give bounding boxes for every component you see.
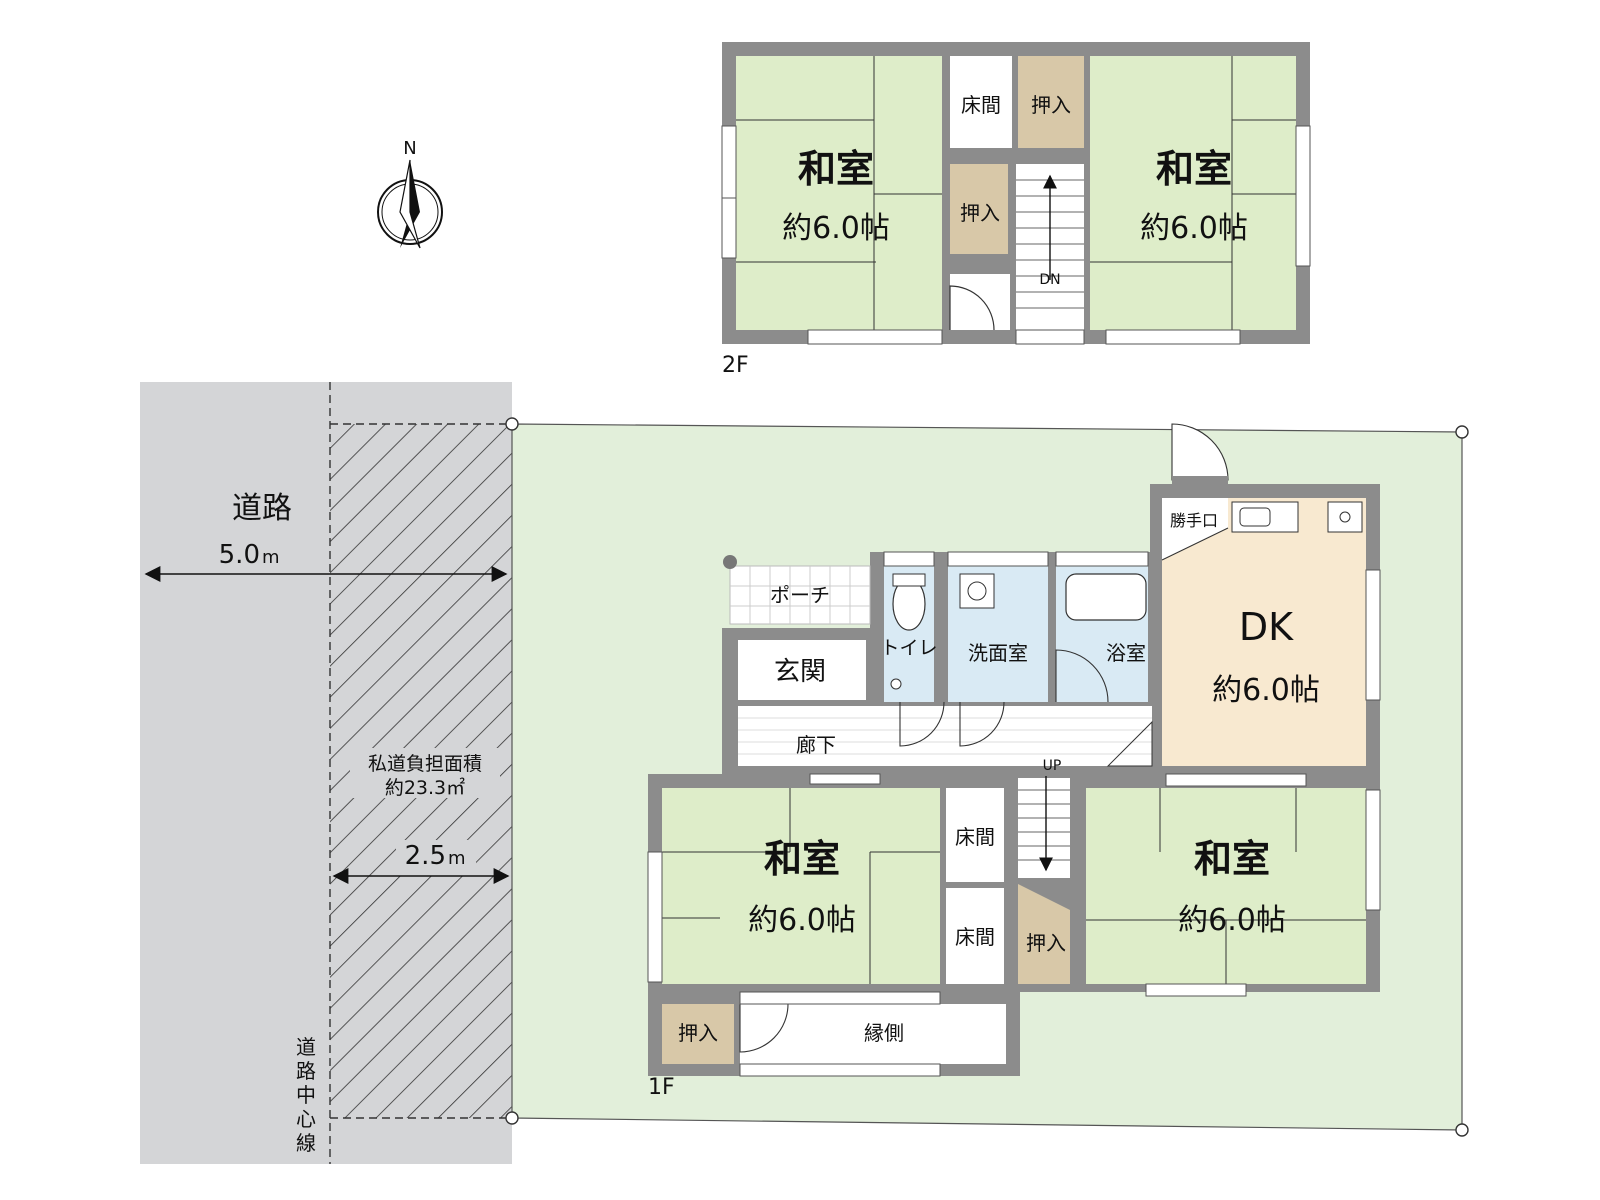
setback-unit: m — [448, 848, 466, 869]
floor1-porch — [729, 565, 871, 625]
floor1-alcove-bottom — [946, 888, 1004, 984]
floor1-back-door-label: 勝手口 — [1170, 511, 1218, 530]
floor2-room-right-size: 約6.0帖 — [1140, 211, 1248, 246]
floor-1f: ポーチ 玄関 トイレ 洗面室 浴室 勝手口 DK 約6.0帖 廊下 UP 和室 … — [647, 423, 1381, 1100]
floor2-closet-top — [1018, 56, 1084, 148]
dk-door-swing — [1106, 720, 1153, 767]
floor1-alcove-bottom-label: 床間 — [955, 925, 995, 949]
compass: N — [377, 138, 443, 249]
floor1-entrance-label: 玄関 — [774, 657, 826, 687]
svg-text:道: 道 — [296, 1035, 316, 1059]
floor2-closet-mid — [950, 164, 1008, 254]
floor2-room-left-name: 和室 — [798, 147, 874, 191]
private-road-label: 私道負担面積 — [368, 753, 482, 775]
svg-text:中: 中 — [296, 1083, 316, 1107]
floor1-back-door-area — [1162, 498, 1228, 560]
floor1-room-left — [662, 788, 940, 984]
toilet-tank-icon — [892, 573, 926, 587]
road-name: 道路 — [232, 491, 292, 526]
floor2-room-left-size: 約6.0帖 — [782, 211, 890, 246]
bathtub-icon — [1065, 573, 1147, 621]
lot-corner-marker — [1455, 425, 1469, 439]
lot-corner-marker — [505, 1111, 519, 1125]
road-width-value: 5.0 — [219, 540, 260, 570]
floor1-alcove-top-label: 床間 — [955, 825, 995, 849]
floor2-room-left — [736, 56, 942, 330]
floor1-stair-treads — [1018, 789, 1070, 861]
washbasin-icon — [959, 573, 995, 609]
lot-corner-marker — [505, 417, 519, 431]
svg-text:線: 線 — [296, 1131, 316, 1155]
floor1-closet-veranda-label: 押入 — [678, 1021, 718, 1045]
svg-text:路: 路 — [296, 1059, 316, 1083]
compass-north-label: N — [403, 138, 416, 159]
floor-2f: 和室 約6.0帖 和室 約6.0帖 床間 押入 押入 DN 2F — [721, 42, 1311, 378]
floor1-veranda — [740, 1004, 1006, 1064]
floor1-porch-label: ポーチ — [770, 583, 830, 607]
svg-text:心: 心 — [296, 1107, 316, 1131]
road-width-unit: m — [262, 547, 280, 568]
floor1-veranda-label: 縁側 — [864, 1021, 904, 1045]
floor2-windows — [721, 125, 1311, 345]
lot-corner-marker — [1455, 1123, 1469, 1137]
floor1-dk-size: 約6.0帖 — [1212, 673, 1320, 708]
floor2-room-right-name: 和室 — [1156, 147, 1232, 191]
floor1-room-left-size: 約6.0帖 — [748, 903, 856, 938]
toilet-door-swing — [899, 701, 945, 747]
floor2-room-right — [1090, 56, 1296, 330]
toilet-sink-icon — [890, 678, 902, 690]
kitchen-sink-icon — [1231, 501, 1299, 533]
bathroom-door-swing — [1055, 649, 1109, 703]
floor1-porch-post — [723, 555, 737, 569]
floor2-closet-mid-label: 押入 — [960, 201, 1000, 225]
private-road-area: 約23.3㎡ — [385, 776, 465, 799]
floor1-windows — [647, 551, 1381, 1077]
floor2-tatami-lines — [736, 56, 1296, 330]
floor2-door-swing — [949, 285, 995, 331]
floor2-label: 2F — [722, 353, 749, 378]
floor1-room-left-name: 和室 — [764, 837, 840, 881]
floor1-stair — [1018, 778, 1070, 878]
veranda-door-swing — [739, 1003, 789, 1053]
stove-icon — [1327, 501, 1363, 533]
centerline-label: 道 路 中 心 線 — [296, 1035, 316, 1155]
floor2-stair-label: DN — [1039, 272, 1060, 288]
floor1-washroom-label: 洗面室 — [968, 641, 1028, 665]
washroom-door-swing — [959, 701, 1005, 747]
floor1-bathroom-label: 浴室 — [1106, 641, 1146, 665]
floor1-tatami-lines — [662, 788, 1366, 984]
floor2-alcove — [950, 56, 1012, 148]
road-area: 道路 5.0 m 私道負担面積 約23.3㎡ 2.5 m 道 路 中 心 線 — [140, 382, 512, 1164]
floor1-hallway-boards — [738, 717, 1152, 755]
floor1-alcove-top — [946, 788, 1004, 882]
floor1-dk-name: DK — [1239, 605, 1294, 649]
floor1-stair-label: UP — [1043, 758, 1062, 774]
floor1-hallway — [738, 706, 1152, 766]
floor1-closet-veranda — [662, 1004, 734, 1064]
private-road-label-bg — [350, 748, 500, 798]
floor1-room-right-size: 約6.0帖 — [1178, 903, 1286, 938]
floor1-hallway-label: 廊下 — [796, 733, 836, 757]
floor2-landing — [950, 274, 1010, 330]
floor1-entrance — [738, 640, 866, 700]
setback-value: 2.5 — [405, 841, 446, 871]
floor1-porch-tiles — [730, 566, 870, 624]
floor1-label: 1F — [648, 1075, 675, 1100]
back-door-swing — [1171, 423, 1229, 481]
floor1-closet-stair-label: 押入 — [1026, 931, 1066, 955]
floor2-closet-top-label: 押入 — [1031, 93, 1071, 117]
floor1-room-right-name: 和室 — [1194, 837, 1270, 881]
floor1-toilet-label: トイレ — [880, 637, 937, 659]
floor2-alcove-label: 床間 — [961, 93, 1001, 117]
floor1-closet-stair — [1018, 884, 1070, 984]
